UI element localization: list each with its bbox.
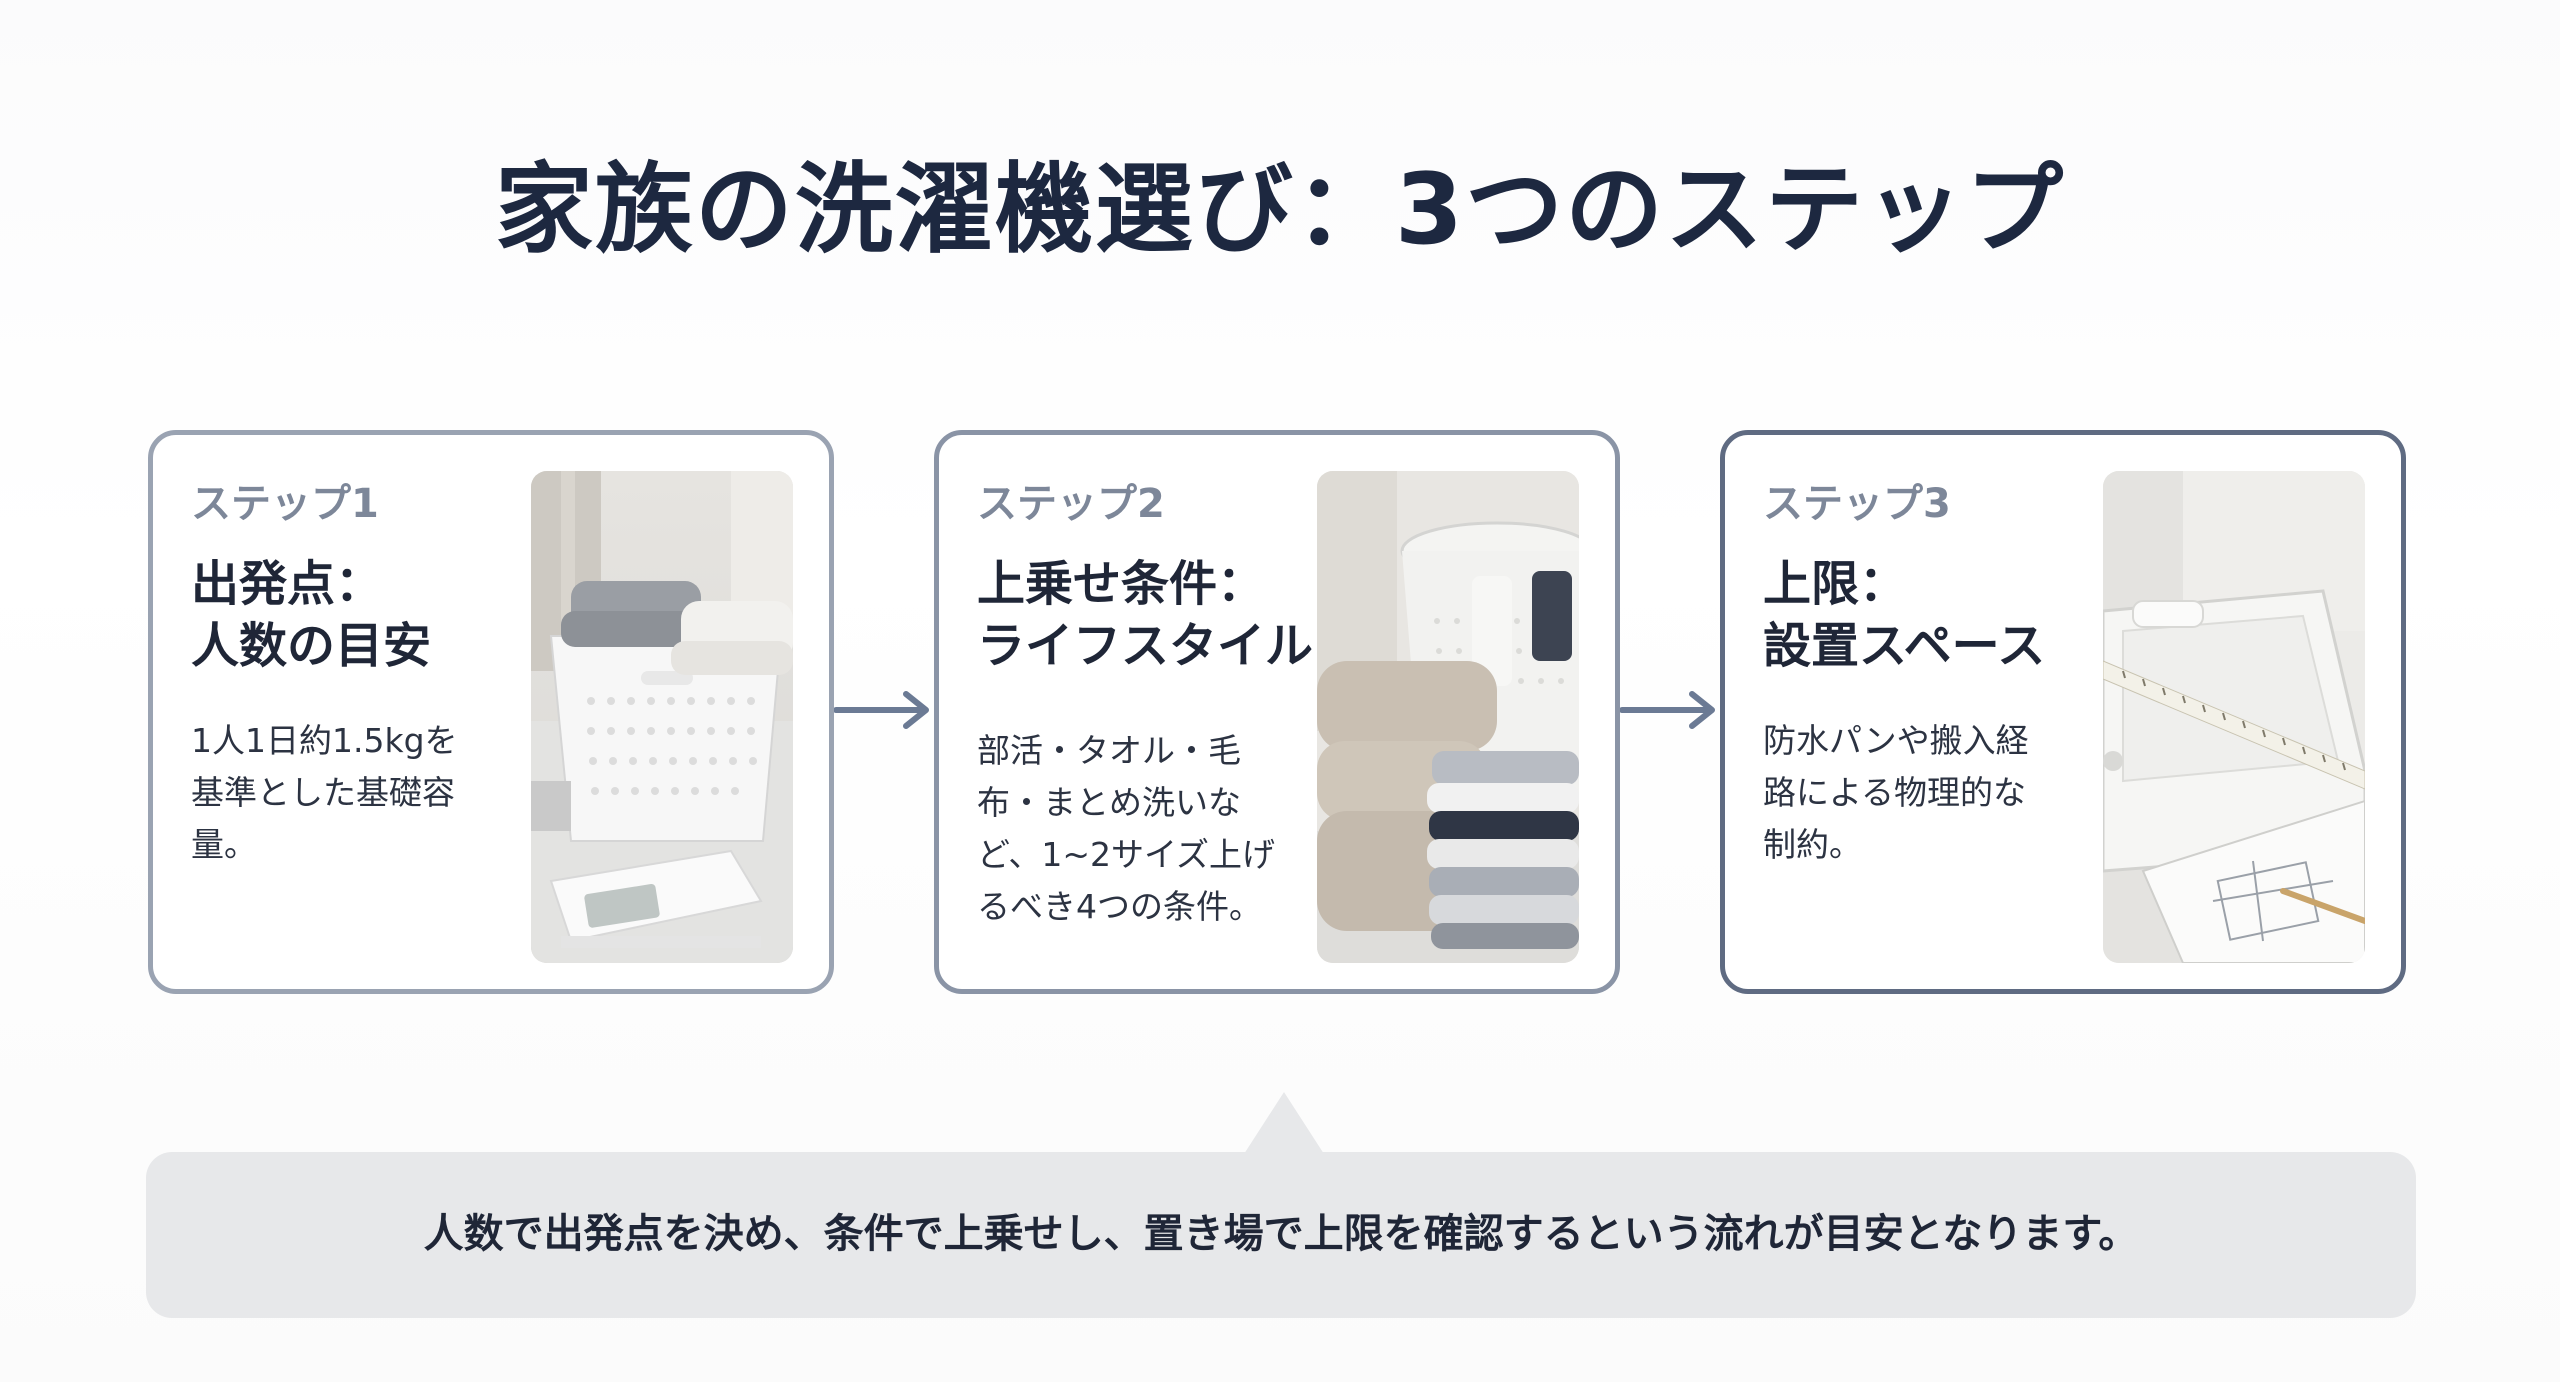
step-description-line: 路による物理的な: [1763, 773, 2027, 812]
summary-callout: 人数で出発点を決め、条件で上乗せし、置き場で上限を確認するという流れが目安となり…: [146, 1152, 2416, 1318]
step-card-1: ステップ1 出発点： 人数の目安 1人1日約1.5kgを 基準とした基礎容 量。: [148, 430, 834, 994]
step-heading: 出発点： 人数の目安: [191, 553, 531, 677]
step-description-line: 制約。: [1763, 825, 1862, 864]
step-heading-line-1: 上限：: [1763, 556, 1908, 612]
step-heading: 上乗せ条件： ライフスタイル: [977, 553, 1317, 677]
arrow-right-icon: [1620, 691, 1715, 729]
step-heading-line-2: ライフスタイル: [977, 618, 1314, 674]
step-description-line: 量。: [191, 825, 257, 864]
step-heading-line-2: 設置スペース: [1763, 618, 2046, 674]
step-description-line: るべき4つの条件。: [977, 887, 1262, 926]
step-heading-line-2: 人数の目安: [191, 618, 432, 674]
step-description-line: ど、1~2サイズ上げ: [977, 835, 1276, 874]
step-heading-line-1: 上乗せ条件：: [977, 556, 1266, 612]
towels-and-laundry-basket-photo: [1317, 471, 1579, 963]
step-label: ステップ1: [191, 481, 379, 527]
step-label: ステップ2: [977, 481, 1165, 527]
page-title: 家族の洗濯機選び：3つのステップ: [494, 153, 2066, 267]
step-description: 防水パンや搬入経 路による物理的な 制約。: [1763, 715, 2063, 871]
step-description-line: 基準とした基礎容: [191, 773, 455, 812]
step-description-line: 防水パンや搬入経: [1763, 721, 2029, 760]
callout-pointer: [1244, 1092, 1324, 1154]
step-description-line: 布・まとめ洗いな: [977, 783, 1241, 822]
arrow-right-icon: [834, 691, 929, 729]
step-description: 1人1日約1.5kgを 基準とした基礎容 量。: [191, 715, 491, 871]
step-card-2: ステップ2 上乗せ条件： ライフスタイル 部活・タオル・毛 布・まとめ洗いな ど…: [934, 430, 1620, 994]
waterproof-pan-and-tape-measure-photo: [2103, 471, 2365, 963]
step-description-line: 部活・タオル・毛: [977, 731, 1241, 770]
step-heading-line-1: 出発点：: [191, 556, 384, 612]
step-label: ステップ3: [1763, 481, 1951, 527]
laundry-basket-and-scale-photo: [531, 471, 793, 963]
step-description-line: 1人1日約1.5kgを: [191, 721, 458, 760]
step-description: 部活・タオル・毛 布・まとめ洗いな ど、1~2サイズ上げ るべき4つの条件。: [977, 725, 1277, 933]
step-heading: 上限： 設置スペース: [1763, 553, 2103, 677]
summary-text: 人数で出発点を決め、条件で上乗せし、置き場で上限を確認するという流れが目安となり…: [423, 1211, 2139, 1257]
step-card-3: ステップ3 上限： 設置スペース 防水パンや搬入経 路による物理的な 制約。: [1720, 430, 2406, 994]
